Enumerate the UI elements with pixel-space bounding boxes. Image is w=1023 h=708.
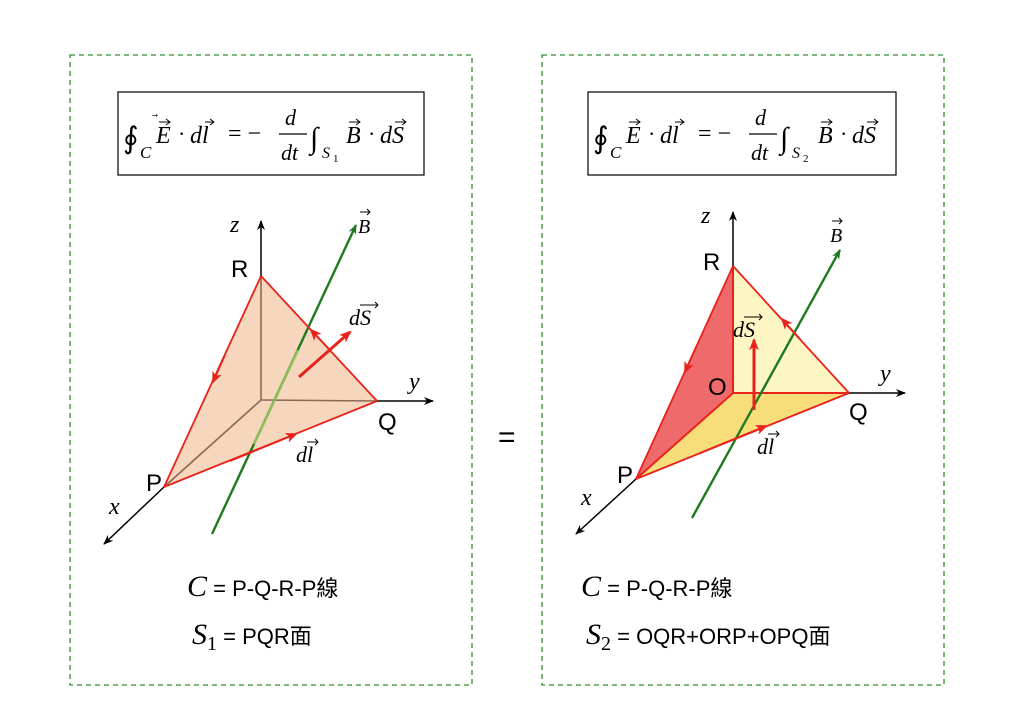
- right-caption-1: C = P-Q-R-P線: [581, 570, 732, 603]
- left-B-vector: B: [346, 123, 361, 149]
- left-dot1: ·: [178, 121, 185, 146]
- right-x-axis: [575, 478, 637, 535]
- right-curve-C: [635, 265, 850, 480]
- left-label-y: y: [407, 369, 420, 395]
- right-panel: ∮ C E · dl = − d dt ∫ S 2 B · dS: [541, 54, 945, 686]
- right-label-x: x: [580, 485, 592, 511]
- left-panel: ∮ C E ⃗ · dl = − d dt ∫ S 1 B · dS: [69, 54, 473, 686]
- left-oint-sub: C: [140, 143, 152, 162]
- left-label-x: x: [108, 494, 120, 520]
- left-dS: dS: [380, 123, 404, 149]
- left-B-field-inside: [252, 349, 300, 445]
- left-surface-PQR: [164, 276, 377, 487]
- left-label-vec-arrows: [307, 208, 379, 446]
- equals-sign: =: [498, 421, 516, 454]
- left-hidden-y-axis: [260, 399, 378, 402]
- left-int-symbol: ∫: [308, 122, 320, 157]
- left-vec-arrows: [159, 118, 407, 126]
- left-label-dl: dl: [296, 442, 313, 467]
- left-label-Q: Q: [378, 409, 397, 436]
- right-int-symbol: ∫: [778, 122, 790, 157]
- right-label-dl: dl: [757, 434, 774, 459]
- left-label-R: R: [231, 256, 248, 283]
- right-frac-num: d: [755, 105, 767, 130]
- left-label-P: P: [146, 470, 162, 497]
- right-label-vec-arrows: [744, 217, 843, 438]
- left-int-sub: S: [322, 145, 330, 162]
- right-E-vector: E: [625, 123, 641, 149]
- right-label-dS: dS: [733, 317, 755, 342]
- left-caption-2: S1 = PQR面: [192, 618, 312, 655]
- right-int-sub-index: 2: [803, 153, 809, 165]
- right-label-z: z: [700, 203, 711, 229]
- right-vec-arrows: [629, 118, 879, 126]
- right-B-vector: B: [818, 123, 833, 149]
- left-hidden-x-axis: [163, 399, 262, 488]
- right-oint-sub: C: [610, 143, 622, 162]
- left-int-sub-index: 1: [333, 153, 339, 165]
- left-dot2: ·: [368, 121, 375, 146]
- right-label-B: B: [830, 225, 842, 247]
- right-caption-2: S2 = OQR+ORP+OPQ面: [586, 618, 830, 655]
- left-caption-1: C = P-Q-R-P線: [187, 570, 338, 603]
- right-int-sub: S: [792, 145, 800, 162]
- right-B-field-line: [690, 249, 842, 519]
- left-x-axis: [103, 486, 165, 545]
- left-formula: ∮ C E ⃗ · dl = − d dt ∫ S 1 B · dS: [123, 105, 407, 165]
- right-dl: dl: [660, 123, 679, 149]
- right-panel-border: [541, 54, 945, 686]
- left-panel-border: [69, 54, 473, 686]
- left-E-vector: E: [155, 123, 171, 149]
- left-label-z: z: [229, 212, 240, 238]
- right-label-Q: Q: [849, 399, 868, 426]
- left-oint-symbol: ∮: [123, 122, 139, 155]
- right-label-y: y: [878, 361, 891, 387]
- left-equals-minus: = −: [228, 121, 261, 147]
- right-frac-den: dt: [751, 140, 769, 165]
- right-label-O: O: [708, 374, 727, 401]
- left-dl: dl: [190, 123, 209, 149]
- right-formula-box: [587, 91, 897, 176]
- right-label-P: P: [617, 462, 633, 489]
- right-dS: dS: [852, 123, 876, 149]
- left-frac-den: dt: [281, 140, 299, 165]
- right-formula: ∮ C E · dl = − d dt ∫ S 2 B · dS: [593, 105, 879, 165]
- right-label-R: R: [703, 249, 720, 276]
- right-equals-minus: = −: [698, 121, 731, 147]
- left-label-B: B: [358, 216, 370, 238]
- right-inner-edges: [635, 266, 849, 480]
- right-dot1: ·: [648, 121, 655, 146]
- left-curve-C: [163, 275, 378, 488]
- right-oint-symbol: ∮: [593, 122, 609, 155]
- left-dS-arrow: [298, 330, 352, 379]
- left-formula-box: [117, 91, 425, 176]
- left-label-dS: dS: [349, 305, 371, 330]
- right-dot2: ·: [840, 121, 847, 146]
- left-frac-num: d: [285, 105, 297, 130]
